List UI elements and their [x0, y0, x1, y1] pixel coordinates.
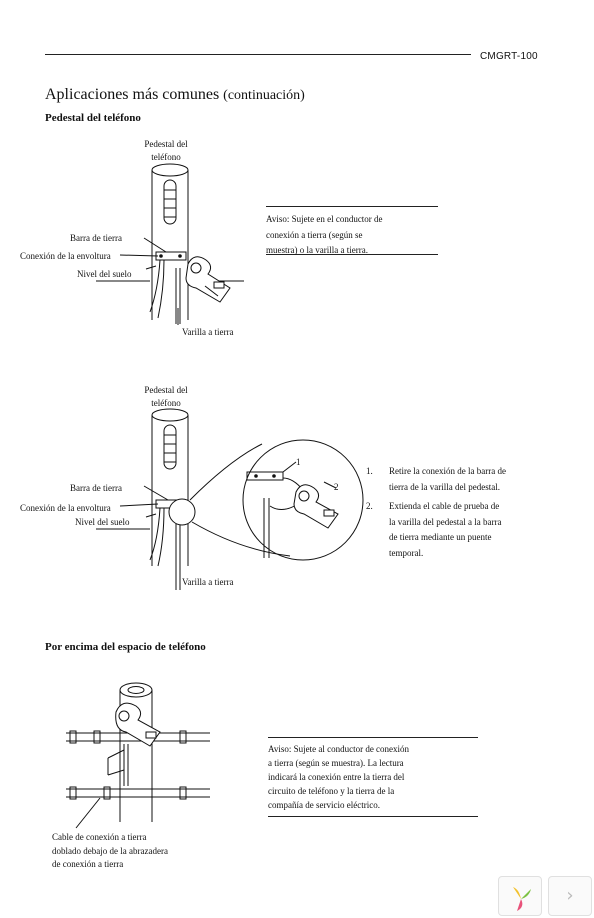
note-2-line1: Aviso: Sujete al conductor de conexión: [268, 744, 410, 754]
label-varilla-2: Varilla a tierra: [182, 577, 234, 587]
note-1-line1: Aviso: Sujete en el conductor de: [266, 214, 383, 224]
caption-line2: doblado debajo de la abrazadera: [52, 845, 168, 856]
magnified-detail: [242, 439, 364, 561]
page-title: Aplicaciones más comunes (continuación): [45, 86, 305, 104]
step-1-number: 1.: [366, 466, 373, 476]
page-title-suffix: (continuación): [223, 88, 305, 103]
section-heading-above-phone: Por encima del espacio de teléfono: [45, 641, 206, 653]
label-pedestal-1: Pedestal del teléfono: [140, 138, 192, 164]
note-2-line2: a tierra (según se muestra). La lectura: [268, 758, 404, 768]
label-conexion-2: Conexión de la envoltura: [20, 503, 111, 513]
page-title-main: Aplicaciones más comunes: [45, 86, 220, 103]
label-pedestal-2: Pedestal del teléfono: [140, 384, 192, 410]
label-varilla-1: Varilla a tierra: [182, 327, 234, 337]
step-1-line2: tierra de la varilla del pedestal.: [389, 481, 500, 492]
label-pedestal-2-line2: teléfono: [151, 398, 181, 408]
note-box-2: Aviso: Sujete al conductor de conexión a…: [268, 737, 478, 817]
label-pedestal-2-line1: Pedestal del: [144, 385, 188, 395]
step-2-line2: la varilla del pedestal a la barra: [389, 516, 502, 527]
caption-line1: Cable de conexión a tierra: [52, 832, 147, 842]
header-rule: [45, 54, 471, 55]
note-2-line5: compañía de servicio eléctrico.: [268, 800, 380, 810]
label-pedestal-1-line1: Pedestal del: [144, 139, 188, 149]
label-nivel-1: Nivel del suelo: [77, 269, 132, 279]
callout-1: 1: [296, 457, 301, 467]
label-nivel-2: Nivel del suelo: [75, 517, 130, 527]
document-code: CMGRT-100: [480, 51, 538, 62]
step-2-line4: temporal.: [389, 547, 424, 558]
note-1-line2: conexión a tierra (según se: [266, 229, 363, 240]
step-2-line3: de tierra mediante un puente: [389, 532, 492, 542]
note-1-line3: muestra) o la varilla a tierra.: [266, 245, 368, 255]
step-1-line1: Retire la conexión de la barra de: [389, 466, 506, 476]
label-pedestal-1-line2: teléfono: [151, 152, 181, 162]
pole-diagram: [66, 682, 210, 829]
step-2-number: 2.: [366, 501, 373, 511]
steps-list: 1. Retire la conexión de la barra de tie…: [366, 464, 536, 561]
logo-button[interactable]: [498, 876, 542, 916]
step-2: 2. Extienda el cable de prueba de la var…: [366, 499, 536, 561]
step-1: 1. Retire la conexión de la barra de tie…: [366, 464, 536, 495]
step-2-line1: Extienda el cable de prueba de: [389, 501, 500, 511]
section-heading-pedestal: Pedestal del teléfono: [45, 112, 141, 124]
logo-icon: [513, 887, 531, 911]
note-2-line3: indicará la conexión entre la tierra del: [268, 772, 405, 782]
next-page-button[interactable]: ›: [548, 876, 592, 916]
note-box-1: Aviso: Sujete en el conductor de conexió…: [266, 206, 438, 255]
pedestal-diagram-2: [96, 408, 291, 590]
caption-line3: de conexión a tierra: [52, 859, 124, 869]
caption-cable: Cable de conexión a tierra doblado debaj…: [52, 831, 168, 872]
clamp-meter-1: [185, 256, 231, 303]
label-barra-1: Barra de tierra: [70, 233, 122, 243]
note-2-line4: circuito de teléfono y la tierra de la: [268, 786, 395, 796]
callout-2: 2: [334, 482, 339, 492]
label-barra-2: Barra de tierra: [70, 483, 122, 493]
label-conexion-1: Conexión de la envoltura: [20, 251, 111, 261]
